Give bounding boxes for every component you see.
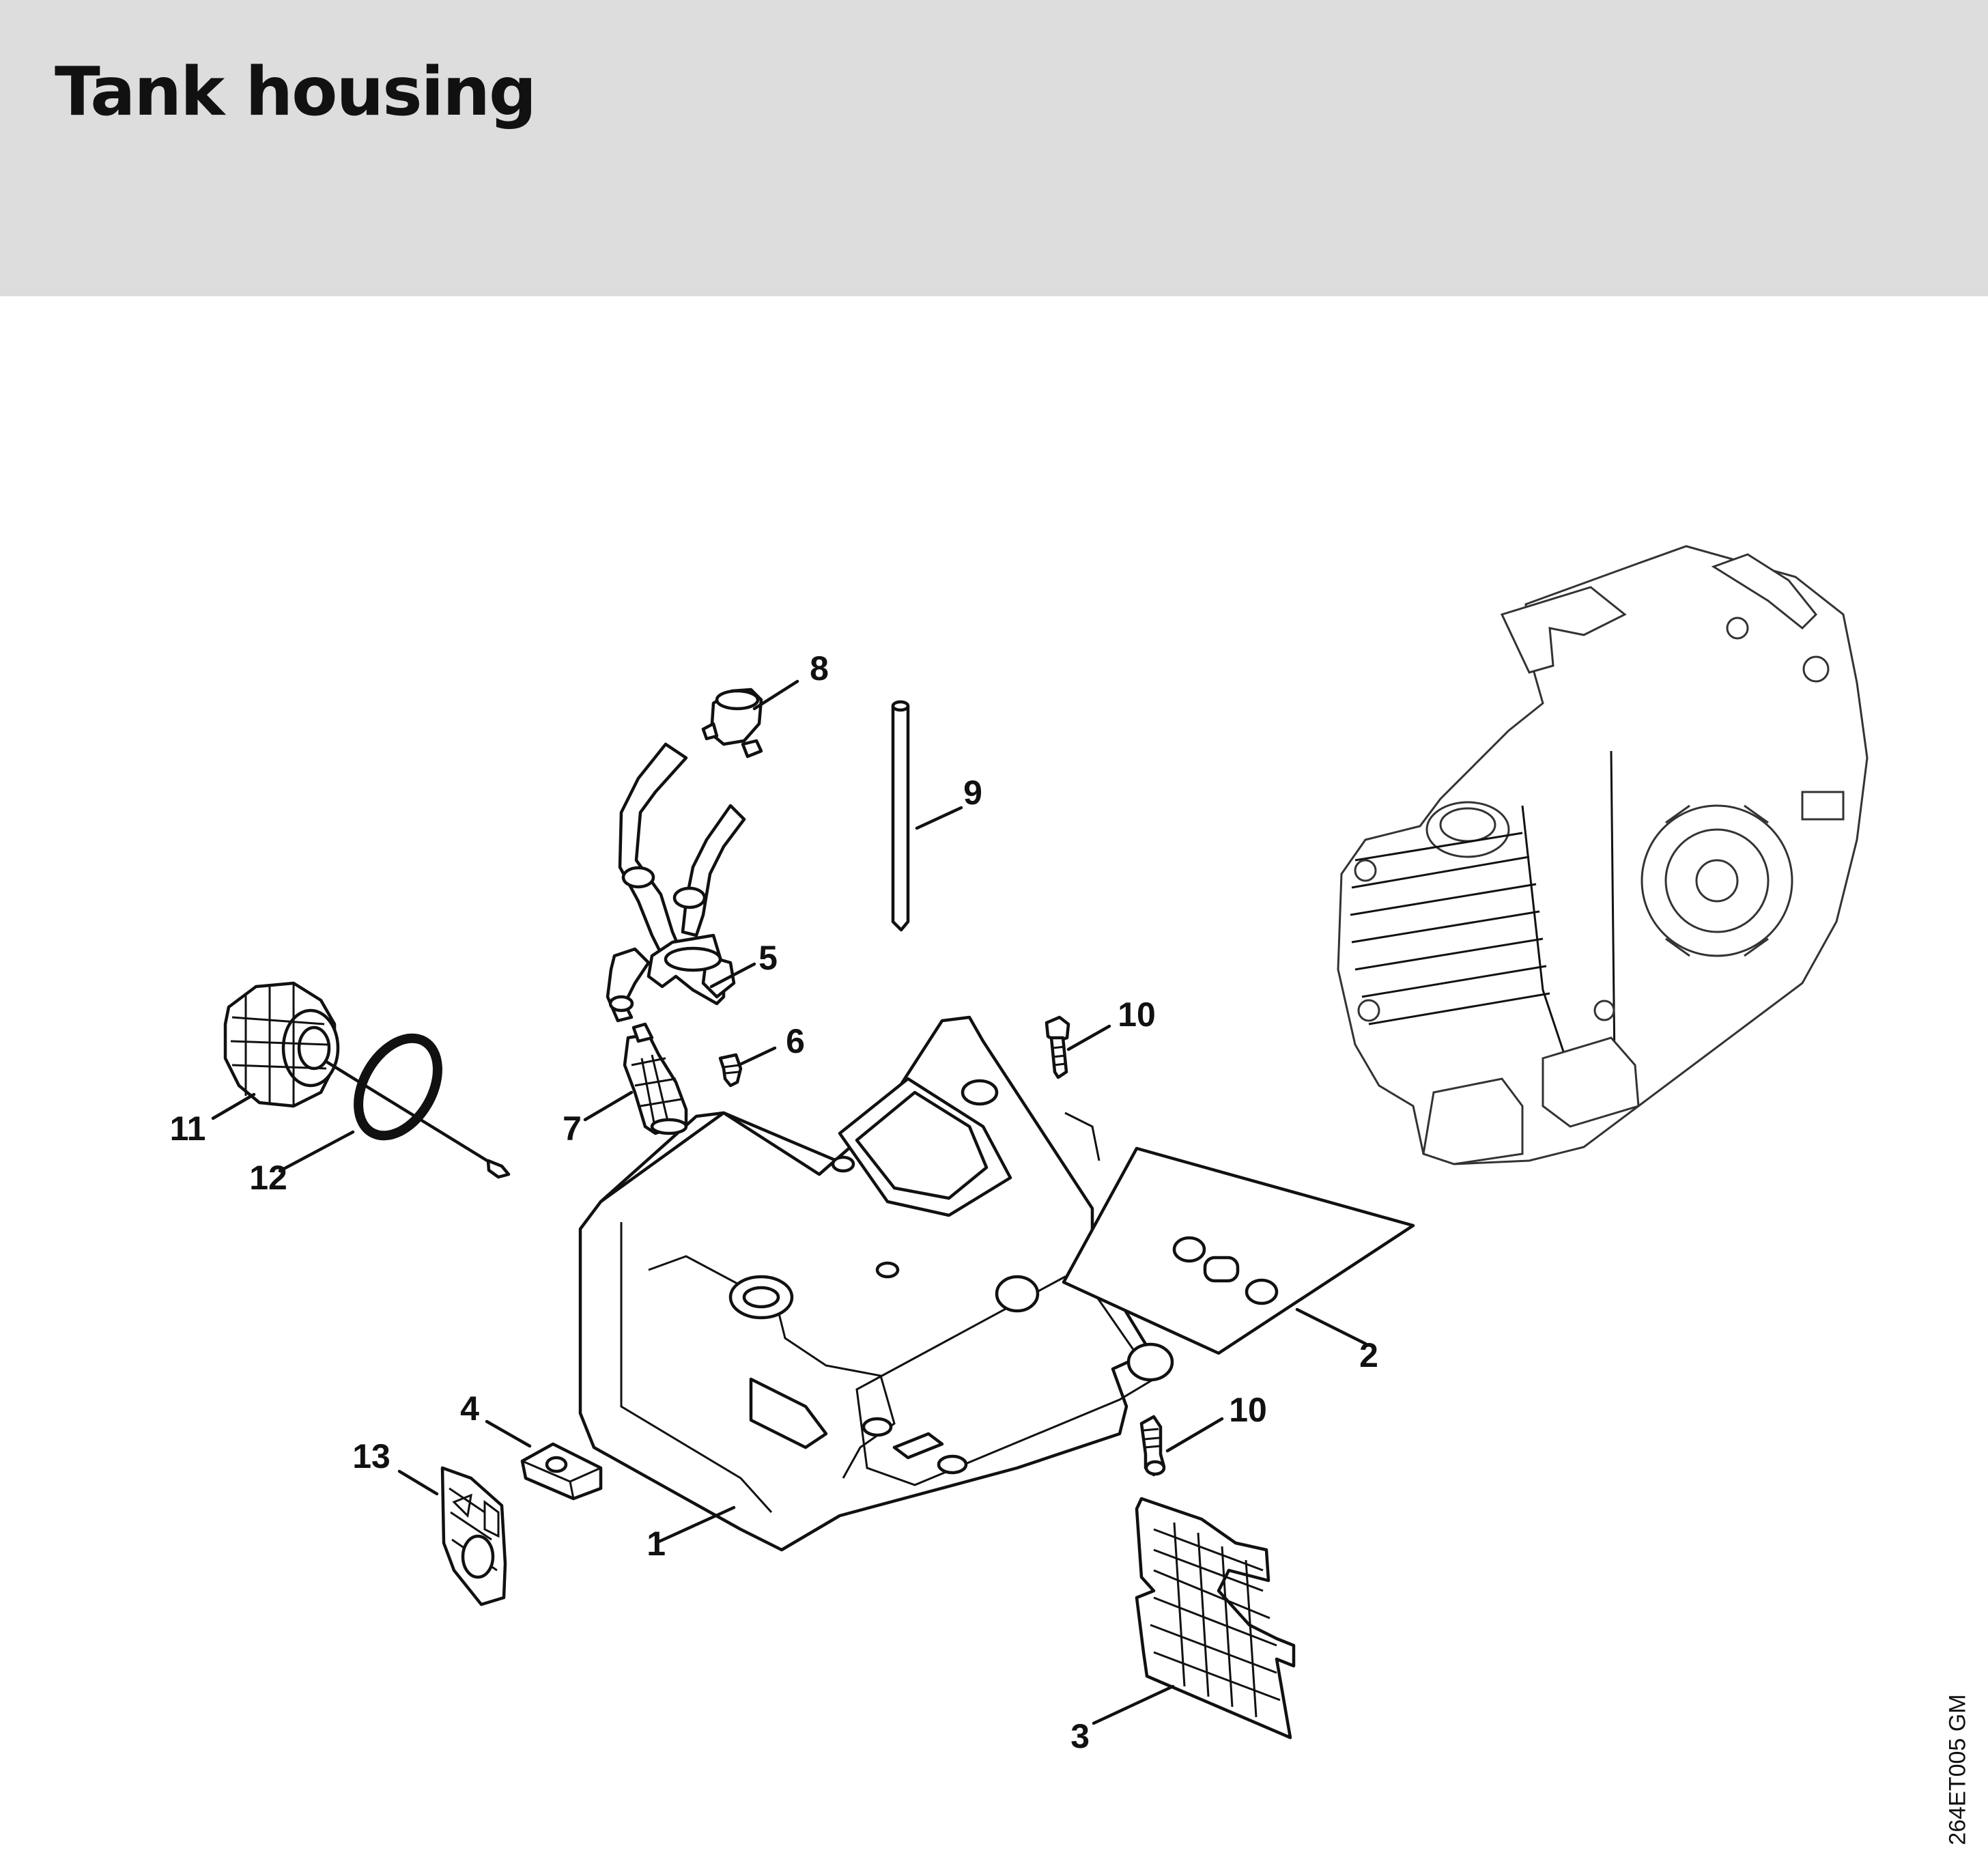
part-8-valve (701, 688, 763, 759)
leader-line-6 (737, 1046, 777, 1067)
part-10-screw-upper (1045, 1015, 1070, 1079)
leader-lines (211, 679, 1367, 1725)
callout-12: 12 (249, 1159, 287, 1197)
part-13-label (440, 1466, 507, 1607)
header-band: Tank housing (0, 0, 1988, 296)
part-10-screw-lower (1139, 1415, 1166, 1477)
leader-line-11 (211, 1092, 256, 1120)
callout-10b: 10 (1229, 1391, 1267, 1429)
leader-line-5 (709, 962, 756, 989)
callout-numbers: 1 2 3 4 5 6 7 8 9 10 10 11 12 13 (170, 649, 1378, 1755)
callout-9: 9 (963, 774, 982, 812)
callout-7: 7 (563, 1109, 582, 1148)
drawing-code-label: 264ET005 GM (1944, 1694, 1971, 1845)
part-5-hose-assembly (606, 742, 746, 1023)
callout-6: 6 (786, 1022, 805, 1060)
page-title: Tank housing (55, 53, 537, 131)
leader-line-13 (397, 1469, 439, 1496)
leader-line-10b (1165, 1417, 1224, 1453)
leader-line-2 (1295, 1307, 1367, 1346)
leader-line-12 (278, 1130, 355, 1173)
leader-line-1 (657, 1505, 736, 1544)
part-2-gasket (1062, 1146, 1415, 1355)
leader-line-3 (1092, 1684, 1175, 1725)
leader-line-9 (915, 806, 963, 830)
engine-block-illustration (1337, 545, 1869, 1165)
callout-2: 2 (1359, 1336, 1378, 1374)
part-1-tank-housing (578, 1015, 1174, 1552)
part-9-rod (891, 700, 910, 932)
part-11-pump (223, 981, 511, 1179)
part-4-nut (520, 1442, 603, 1501)
leader-line-7 (583, 1090, 634, 1122)
leader-line-4 (485, 1419, 532, 1448)
part-7-filter (623, 1022, 688, 1135)
leader-line-10a (1066, 1024, 1111, 1051)
part-6-screw (718, 1053, 743, 1088)
callout-5: 5 (758, 939, 778, 977)
callout-4: 4 (460, 1389, 479, 1428)
leader-line-8 (752, 679, 799, 711)
callout-8: 8 (810, 649, 829, 688)
callout-1: 1 (647, 1525, 666, 1563)
callout-3: 3 (1070, 1717, 1090, 1755)
callout-10a: 10 (1118, 995, 1156, 1034)
part-12-o-ring (354, 1033, 442, 1141)
part-3-cover-plate (1135, 1497, 1296, 1740)
callout-11: 11 (170, 1109, 206, 1148)
callout-13: 13 (352, 1437, 390, 1475)
